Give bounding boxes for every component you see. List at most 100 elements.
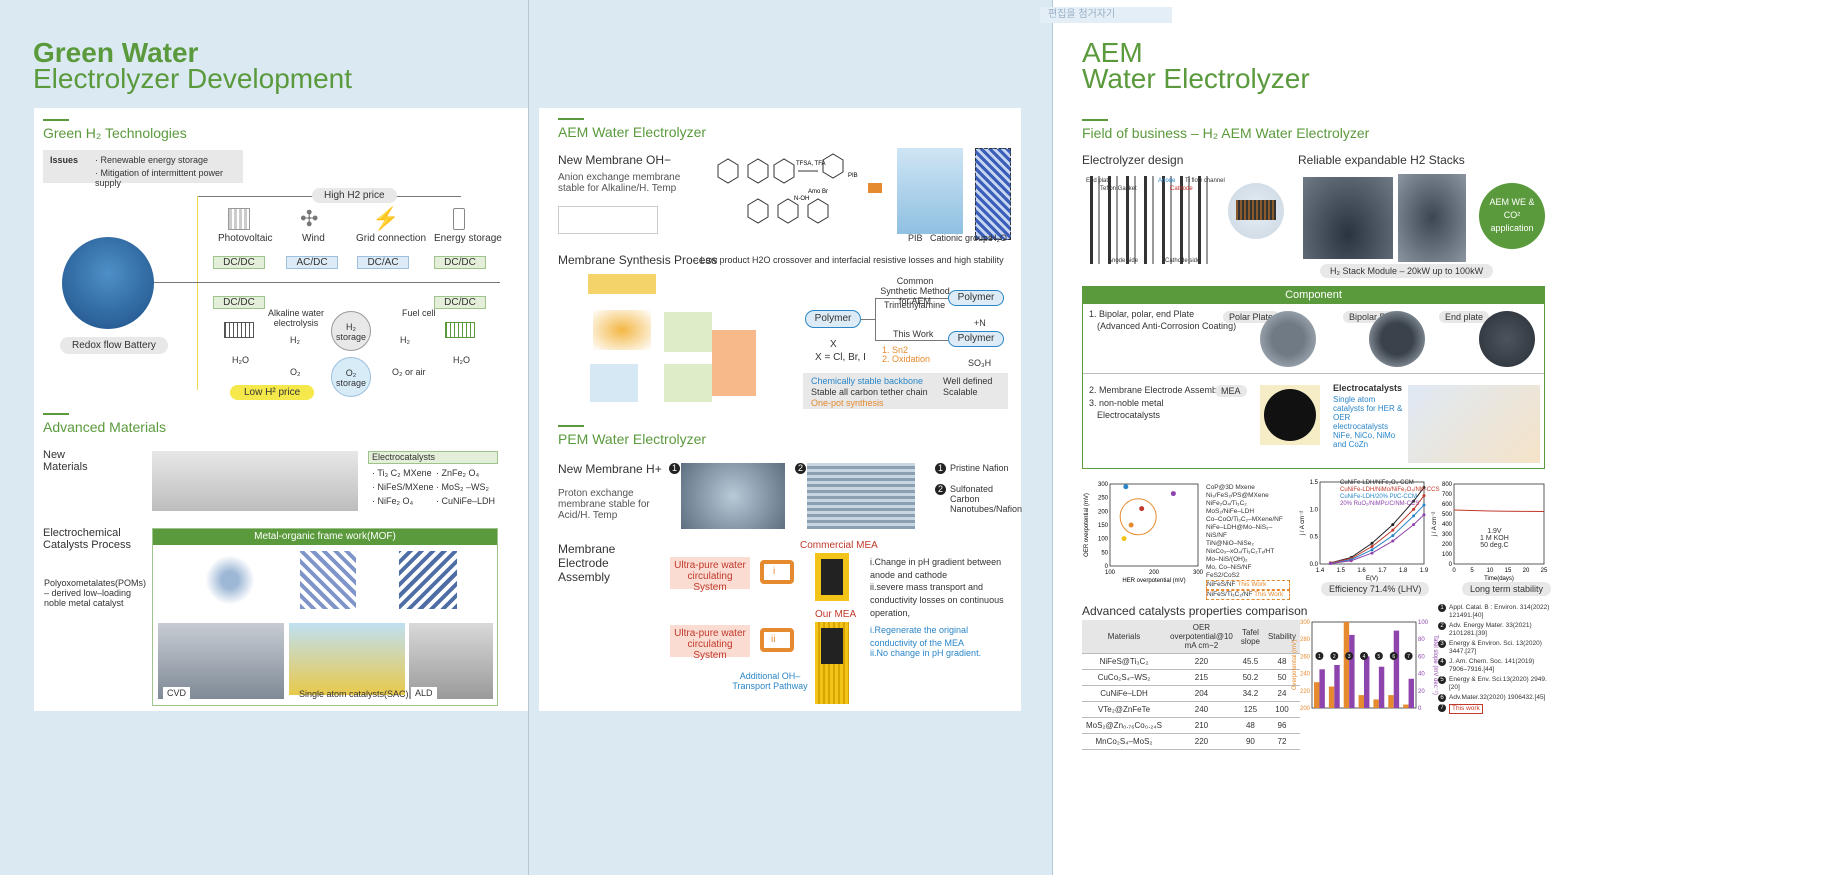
bar-overpotential [1314, 682, 1320, 708]
our-note-2: ii.No change in pH gradient. [870, 648, 982, 658]
ghost-search-field[interactable]: 편집을 첨거자기 [1040, 7, 1172, 23]
design-gasket: Teflon Gasket [1100, 186, 1137, 192]
comm-note-2: ii.severe mass transport and conductivit… [870, 582, 1004, 618]
cell: 220 [1166, 733, 1237, 750]
h2o-left: H₂O [232, 355, 249, 365]
ald-photo [409, 623, 493, 699]
y-tick-label: 50 [1101, 550, 1108, 556]
wind-turbine-icon: ✣ [300, 206, 319, 231]
cell: MoS₂@Zn₀.₇₆Co₀.₂₄S [1082, 717, 1167, 734]
scatter-point [1128, 522, 1134, 528]
line-point [1349, 559, 1353, 563]
so3h-label: SO₃H [968, 358, 992, 368]
th-materials: Materials [1082, 620, 1167, 654]
reference-text: This work [1449, 704, 1483, 714]
line-point [1328, 561, 1332, 565]
sec-green-h2: Green H₂ Technologies [43, 125, 187, 141]
highlight-circle [1119, 498, 1157, 536]
end-plate-image [1479, 311, 1535, 367]
y-tick-label: 1.5 [1310, 480, 1319, 486]
o2-air-label: O₂ or air [392, 367, 426, 377]
cell: 34.2 [1236, 685, 1264, 702]
section-bar [1082, 119, 1108, 121]
left-title-1: Green Water [33, 37, 199, 68]
high-price-tag: High H2 price [312, 188, 397, 203]
design-cathode-side: Cathode side [1165, 258, 1201, 264]
y-tick-label: 100 [1442, 552, 1453, 558]
legend-item: NiFeS/NF This Work [1206, 580, 1290, 590]
component-divider [1083, 373, 1544, 374]
synth-fibers-4 [664, 364, 712, 402]
y-tick-label: 100 [1098, 537, 1109, 543]
legend-item: NiFeS/Ti₃C₂/NF This Work [1206, 590, 1290, 600]
cell: 204 [1166, 685, 1237, 702]
bar-tafel [1393, 630, 1400, 708]
bar-tafel [1319, 669, 1325, 708]
issues-label: Issues [50, 155, 79, 165]
y-right-tick-label: 20 [1418, 689, 1425, 695]
reference-number-icon: 6 [1438, 694, 1446, 702]
ec-desc: Single atom catalysts for HER & OER elec… [1333, 395, 1403, 449]
series-line [1330, 495, 1425, 564]
cvd-photo [158, 623, 284, 699]
long-term-tag: Long term stability [1462, 582, 1552, 596]
line-point [1370, 551, 1374, 555]
y-tick-label: 600 [1442, 502, 1453, 508]
solar-panel-icon [228, 208, 250, 230]
line-point [1412, 514, 1416, 518]
legend-text: NiFeS/Ti₃C₂/NF [1207, 591, 1253, 598]
x-label: X [830, 339, 837, 350]
cell: 96 [1263, 717, 1300, 734]
scatter-point [1139, 506, 1145, 512]
polymer-box-b: Polymer [948, 331, 1004, 347]
component-box: Component 1. Bipolar, polar, end Plate (… [1082, 286, 1545, 469]
cell: 50.2 [1236, 669, 1264, 686]
comm-note-1: i.Change in pH gradient between anode an… [870, 557, 1002, 580]
left-panel [34, 108, 528, 711]
x-def: X = Cl, Br, I [815, 352, 866, 363]
y-right-tick-label: 0 [1418, 706, 1422, 712]
legend-pib: PIB [908, 233, 923, 243]
this-work-label: This Work [893, 329, 934, 339]
y-tick-label: 800 [1442, 482, 1453, 488]
nafion-2-label: Sulfonated Carbon Nanotubes/Nafion [950, 484, 1023, 514]
line-point [1412, 499, 1416, 503]
series-line [1453, 509, 1545, 512]
legend-item: NixCo₃–xO₄/Ti₃C₂Tₓ/HT [1206, 548, 1275, 555]
component-header: Component [1083, 287, 1544, 304]
legend-item: Co–CoO/Ti₃C₂–MXene/NF [1206, 516, 1283, 523]
this-work-tag: This Work [1237, 581, 1267, 588]
upw-box-2: Ultra-pure water circulating System [670, 625, 750, 661]
y-tick-label: 500 [1442, 512, 1453, 518]
reference-text: Energy & Env. Sci.13(2020) 2949.[20] [1449, 676, 1547, 691]
legend-item: CoP@3D Mxene [1206, 484, 1255, 491]
cell: 125 [1236, 701, 1264, 718]
th-stability: Stability [1263, 620, 1300, 654]
category-label: 2 [1333, 654, 1336, 660]
scatter-point [1123, 484, 1129, 490]
y-right-axis-label: Tafel slope (mV dec⁻¹) [1432, 635, 1438, 695]
category-marker [1345, 652, 1354, 660]
converter-wind: AC/DC [286, 256, 338, 269]
converter-pv: DC/DC [213, 256, 265, 269]
mof-structure-2 [300, 551, 356, 609]
num-1-icon: 1 [669, 463, 680, 474]
category-label: 3 [1348, 654, 1351, 660]
converter-grid: DC/AC [357, 256, 409, 269]
branch-bottom [875, 340, 948, 341]
series-line [1330, 514, 1425, 564]
section-bar [558, 425, 584, 427]
line-point [1422, 494, 1426, 498]
chemical-scheme: TFSA, TFA PIB Amo Br N-OH [717, 153, 858, 224]
scatter-point [1121, 536, 1127, 542]
issue-2: · Mitigation of intermittent power suppl… [95, 168, 224, 188]
synth-fibers-1 [593, 310, 651, 350]
x-tick-label: 5 [1470, 568, 1474, 574]
feature-3: One-pot synthesis [811, 398, 884, 408]
h2-label-b: H₂ [400, 335, 410, 345]
reference-number-icon: 7 [1438, 704, 1446, 712]
